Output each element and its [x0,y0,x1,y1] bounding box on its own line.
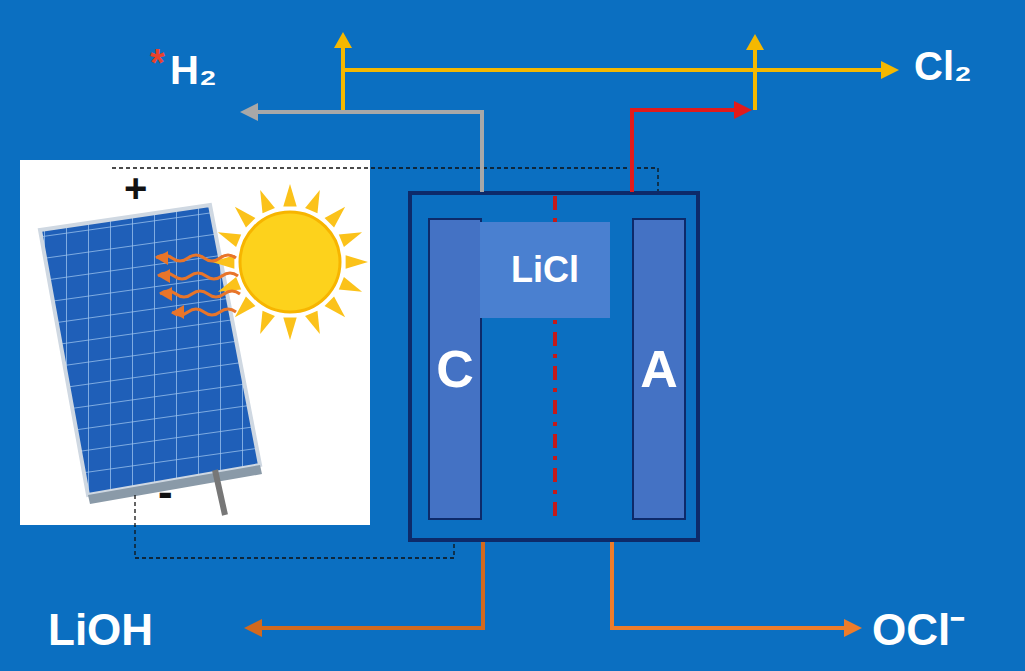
arrowhead [240,32,899,637]
electrode: C [428,218,482,520]
pipe [252,44,885,628]
marker: * [150,44,165,82]
cell-housing [410,193,698,540]
solar-panel [20,160,370,525]
terminal-sign: + [124,168,147,208]
terminal-sign: - [158,470,173,514]
node-label: LiCl [511,252,579,288]
product-label: OCl⁻ [872,608,965,652]
node-label: C [436,343,474,395]
electrolyte-box: LiCl [480,222,610,318]
sun [212,184,368,340]
product-label: Cl₂ [914,46,972,86]
product-label: H₂ [170,50,217,90]
electrode: A [632,218,686,520]
product-label: LiOH [48,608,153,652]
node-label: A [640,343,678,395]
